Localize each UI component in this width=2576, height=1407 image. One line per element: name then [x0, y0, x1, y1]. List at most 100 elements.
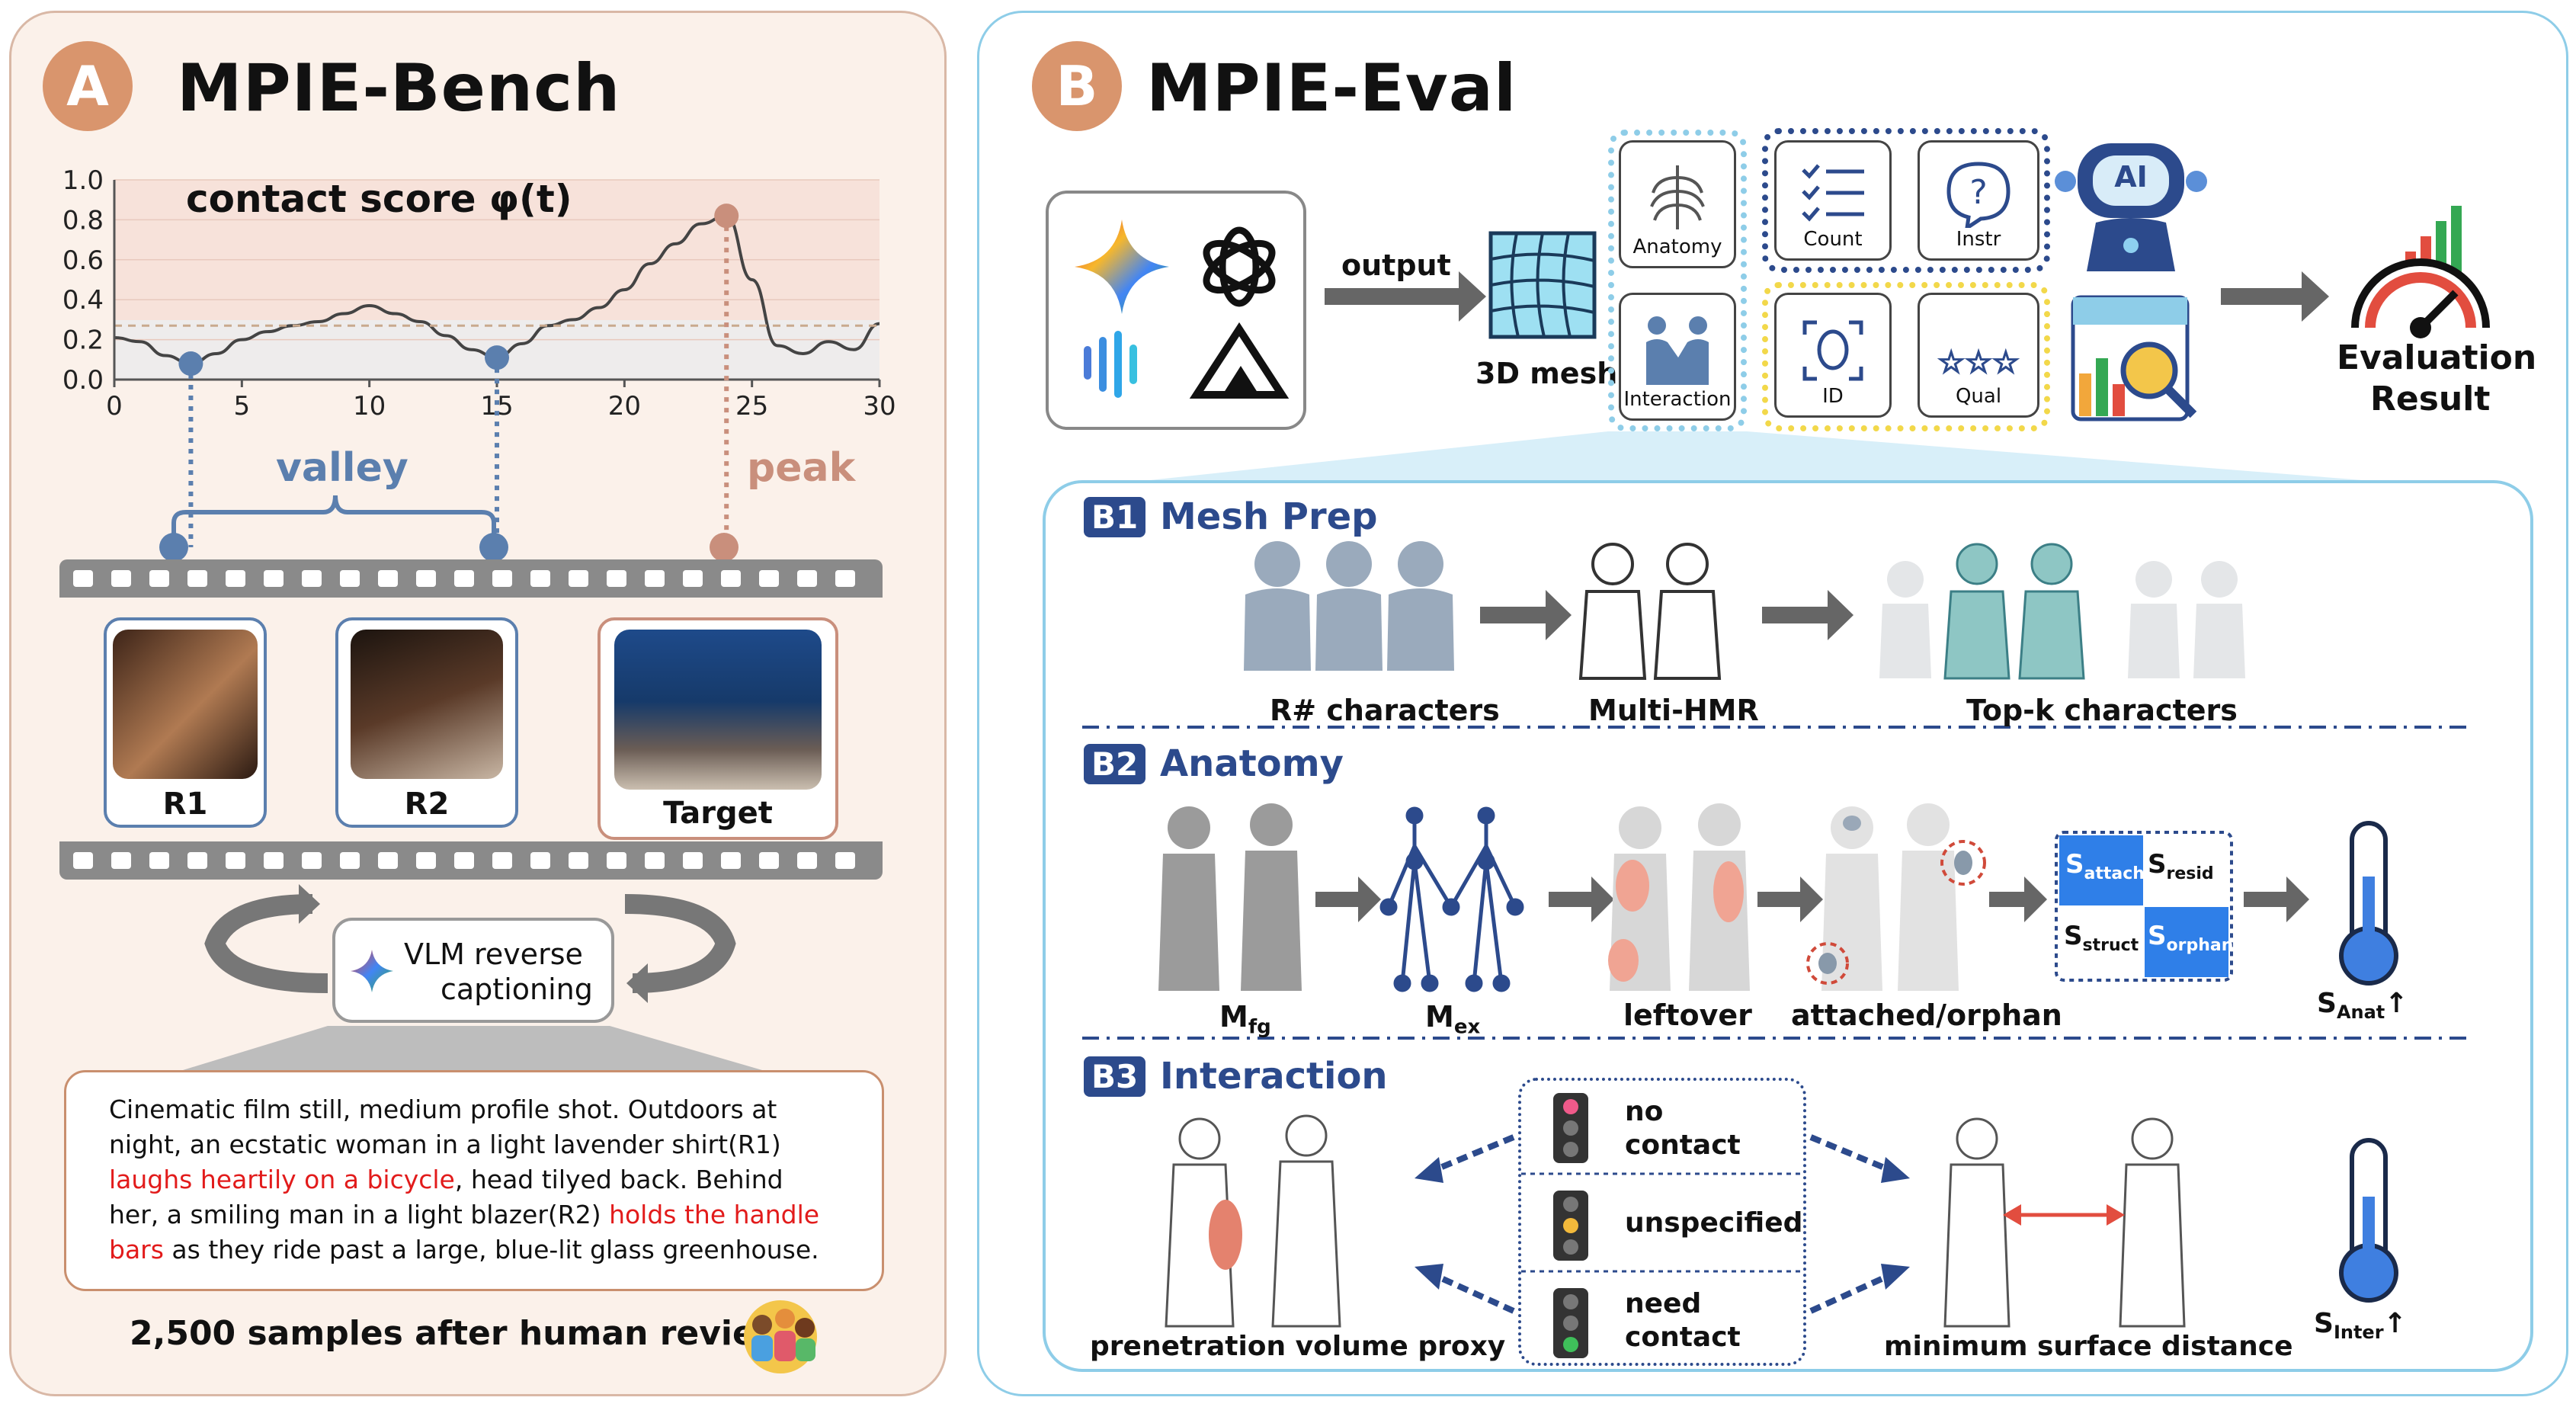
- penetration-label: prenetration volume proxy: [1090, 1331, 1506, 1362]
- film-hole: [302, 852, 322, 869]
- b2-label-mfg: Mfg: [1219, 1000, 1271, 1039]
- film-hole: [721, 570, 741, 587]
- no-contact-line-2: contact: [1625, 1130, 1741, 1161]
- film-hole: [340, 570, 360, 587]
- leftover-silhouette: [1608, 803, 1750, 991]
- b2-label-leftover: leftover: [1623, 998, 1752, 1032]
- models-box: [1046, 191, 1306, 430]
- b1-arrow-1: [1546, 590, 1572, 640]
- film-hole: [645, 852, 665, 869]
- b1-arrow-2: [1828, 590, 1854, 640]
- no-contact-line-1: no: [1625, 1096, 1664, 1127]
- valley-brace: [171, 495, 496, 543]
- need-contact-line-1: need: [1625, 1288, 1702, 1319]
- film-hole: [492, 852, 512, 869]
- film-hole: [759, 852, 779, 869]
- audio-bars-logo-icon: [1084, 331, 1137, 398]
- film-hole: [454, 570, 474, 587]
- film-hole: [111, 852, 131, 869]
- x-tick-label: 20: [608, 391, 641, 421]
- physics-group: [1608, 130, 1747, 431]
- qual-tile-label: Qual: [1955, 385, 2002, 408]
- x-tick-label: 5: [234, 391, 251, 421]
- s-attach-label: Sattach: [2065, 849, 2145, 883]
- interaction-tile: Interaction: [1619, 293, 1736, 421]
- caption-highlight-2: holds the handle bars: [109, 1200, 820, 1264]
- gemini-sparkle-icon: [351, 950, 393, 992]
- valley-marker-1: [159, 533, 188, 562]
- film-hole: [264, 570, 284, 587]
- film-hole: [416, 570, 436, 587]
- target-frame: Target: [598, 617, 838, 840]
- r1-frame: R1: [104, 617, 267, 828]
- film-hole: [645, 570, 665, 587]
- loop-left-arc: [204, 894, 328, 993]
- film-hole: [607, 852, 626, 869]
- instr-tile: ? Instr: [1918, 140, 2039, 261]
- r2-frame: R2: [335, 617, 518, 828]
- x-tick-label: 25: [735, 391, 768, 421]
- film-hole: [797, 852, 817, 869]
- peak-label: peak: [747, 445, 856, 491]
- film-hole: [378, 570, 398, 587]
- count-tile: Count: [1774, 140, 1892, 261]
- film-hole: [264, 852, 284, 869]
- target-label: Target: [663, 796, 773, 831]
- openai-logo-icon: [1203, 226, 1276, 307]
- x-tick-label: 30: [863, 391, 896, 421]
- panel-b-letter: B: [1032, 41, 1122, 131]
- film-hole: [111, 570, 131, 587]
- mfg-silhouette: [1158, 803, 1302, 991]
- result-line-1: Evaluation: [2337, 338, 2537, 377]
- anatomy-tile-label: Anatomy: [1632, 236, 1722, 258]
- count-tile-label: Count: [1803, 228, 1863, 251]
- film-hole: [569, 570, 588, 587]
- film-hole: [607, 570, 626, 587]
- x-tick-label: 10: [353, 391, 386, 421]
- caption-text-3: as they ride past a large, blue-lit glas…: [163, 1235, 819, 1264]
- r2-image: [351, 630, 503, 779]
- attached-orphan-silhouette: [1806, 803, 1986, 991]
- b2-label-mex: Mex: [1425, 1000, 1481, 1039]
- question-bubble-icon: ?: [1946, 162, 2010, 228]
- penetration-mesh-figures: [1165, 1114, 1341, 1328]
- zoom-wedge: [1136, 431, 2382, 482]
- vlm-line-1: VLM reverse: [404, 937, 583, 971]
- id-tile: ID: [1774, 293, 1892, 418]
- mesh-label: 3D mesh: [1475, 357, 1618, 390]
- film-hole: [149, 852, 169, 869]
- s-resid-label: Sresid: [2148, 849, 2214, 883]
- b2-arrow-5: [2286, 877, 2309, 922]
- id-tile-label: ID: [1822, 385, 1844, 408]
- visual-group: [1762, 282, 2050, 431]
- b1-label-topk: Top-k characters: [1966, 694, 2238, 727]
- need-contact-line-2: contact: [1625, 1322, 1741, 1353]
- caption-text-1: Cinematic film still, medium profile sho…: [109, 1095, 781, 1159]
- interaction-tile-label: Interaction: [1623, 388, 1732, 411]
- y-tick-label: 0.8: [62, 205, 104, 236]
- r1-label: R1: [162, 787, 208, 822]
- film-hole: [73, 852, 93, 869]
- result-line-2: Result: [2370, 380, 2491, 418]
- chart-title: contact score φ(t): [186, 177, 572, 221]
- inter-thermometer-icon: [2339, 1138, 2398, 1303]
- film-hole: [454, 852, 474, 869]
- film-hole: [759, 570, 779, 587]
- b3-title: Interaction: [1160, 1055, 1388, 1098]
- topk-mesh-figures: [1943, 543, 2085, 680]
- film-hole: [835, 570, 855, 587]
- b2-arrow-3: [1800, 877, 1823, 922]
- panel-b-title: MPIE-Eval: [1146, 50, 1517, 127]
- checklist-icon: [1802, 164, 1864, 222]
- caption-funnel: [183, 1026, 762, 1070]
- b2-arrow-2: [1591, 877, 1614, 922]
- output-arrow: [1459, 271, 1486, 322]
- score-grid: [2055, 831, 2233, 982]
- film-hole: [73, 570, 93, 587]
